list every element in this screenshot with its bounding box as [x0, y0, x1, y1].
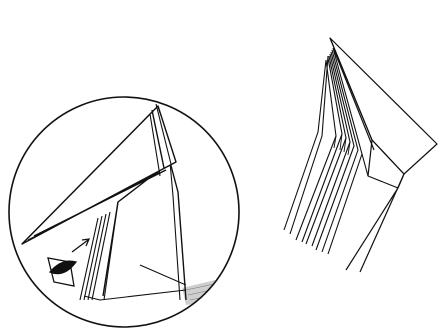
shaded-corner — [182, 280, 222, 305]
folded-model — [284, 38, 437, 272]
upper-flap — [22, 106, 176, 244]
detail-circle — [9, 97, 239, 327]
fold-arrow-icon — [48, 239, 89, 286]
